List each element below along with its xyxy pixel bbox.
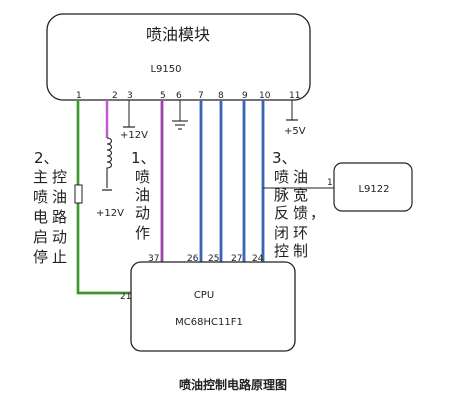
pin3-supply-label: +12V <box>120 130 148 141</box>
svg-text:喷: 喷 <box>274 168 289 186</box>
pin11-supply-label: +5V <box>284 126 306 137</box>
cpu-pin-label: 25 <box>208 254 219 264</box>
svg-text:控: 控 <box>274 242 289 260</box>
green-wire-core <box>77 100 131 294</box>
module-pin-label: 5 <box>160 91 166 101</box>
annotation-main-control: 2、 主 控 喷 油 电 路 启 动 停 止 <box>33 149 67 266</box>
feedback-chip-pin: 1 <box>327 178 333 188</box>
module-pin-label: 3 <box>127 91 133 101</box>
cpu-title: CPU <box>194 290 214 301</box>
module-pin-label: 1 <box>76 91 82 101</box>
module-pin-label: 11 <box>289 91 300 101</box>
cpu-pin-label: 21 <box>120 292 131 302</box>
svg-text:3、: 3、 <box>272 149 297 167</box>
svg-text:闭: 闭 <box>274 224 289 242</box>
feedback-chip-box <box>333 162 413 212</box>
svg-text:馈: 馈 <box>293 204 308 222</box>
svg-text:宽: 宽 <box>293 186 308 204</box>
cpu-part: MC68HC11F1 <box>175 317 243 328</box>
diagram-caption: 喷油控制电路原理图 <box>179 377 287 392</box>
svg-text:反: 反 <box>274 204 289 222</box>
svg-text:路: 路 <box>52 208 67 226</box>
svg-text:脉: 脉 <box>274 186 289 204</box>
svg-text:止: 止 <box>52 248 67 266</box>
svg-text:主: 主 <box>33 168 48 186</box>
annotation-pulse-feedback: 3、 喷 油 脉 宽 反 馈 ， 闭 环 控 制 <box>272 149 325 260</box>
svg-text:控: 控 <box>52 168 67 186</box>
module-pin-label: 6 <box>176 91 182 101</box>
module-pin-label: 8 <box>218 91 224 101</box>
injector-module-title: 喷油模块 <box>146 25 210 44</box>
resistor <box>74 184 83 204</box>
svg-text:启: 启 <box>33 228 48 246</box>
ground-icon <box>172 120 188 130</box>
green-wire <box>76 100 131 295</box>
blue-wires <box>199 100 265 266</box>
cpu-pin-label: 27 <box>231 254 242 264</box>
svg-text:作: 作 <box>135 224 150 242</box>
cpu-pin-label: 37 <box>148 254 159 264</box>
svg-text:环: 环 <box>293 224 308 242</box>
svg-text:，: ， <box>310 204 325 222</box>
svg-text:2、: 2、 <box>34 149 59 167</box>
injector-module-box <box>46 13 311 101</box>
cpu-pin-label: 26 <box>187 254 199 264</box>
svg-text:油: 油 <box>135 186 150 204</box>
module-pin-label: 7 <box>198 91 204 101</box>
svg-text:油: 油 <box>52 188 67 206</box>
svg-text:动: 动 <box>52 228 67 246</box>
svg-text:制: 制 <box>293 242 308 260</box>
cpu-box <box>130 261 296 352</box>
svg-text:油: 油 <box>293 168 308 186</box>
svg-text:停: 停 <box>33 248 48 266</box>
cpu-pin-label: 24 <box>252 254 264 264</box>
coil-icon <box>106 137 113 188</box>
module-pin-label: 2 <box>112 91 118 101</box>
svg-text:喷: 喷 <box>33 188 48 206</box>
module-pin-label: 10 <box>259 91 271 101</box>
module-pin-label: 9 <box>242 91 248 101</box>
svg-text:1、: 1、 <box>131 149 156 167</box>
annotation-injection-action: 1、 喷 油 动 作 <box>131 149 156 242</box>
feedback-chip-part: L9122 <box>358 184 389 195</box>
svg-text:喷: 喷 <box>135 168 150 186</box>
svg-text:电: 电 <box>33 208 48 226</box>
coil-supply-label: +12V <box>96 208 124 219</box>
injector-module-part: L9150 <box>150 64 181 75</box>
svg-text:动: 动 <box>135 204 150 222</box>
